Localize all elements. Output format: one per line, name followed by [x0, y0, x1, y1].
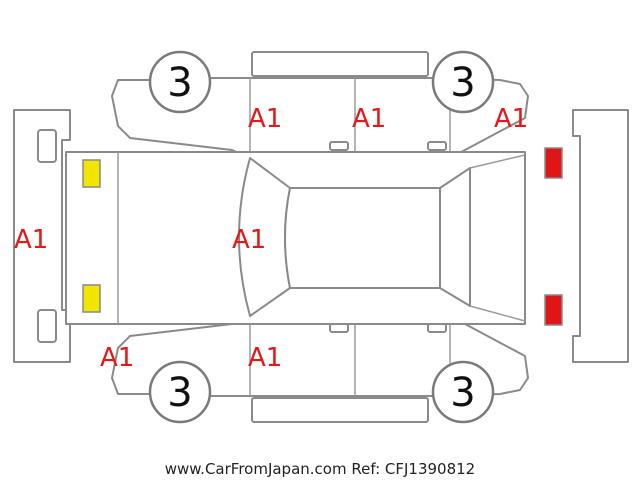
front-bumper-panel: [13, 109, 71, 363]
mark-front-bumper: A1: [14, 225, 48, 255]
rear-bumper-panel: [572, 109, 629, 363]
mark-hood: A1: [232, 225, 266, 255]
front-lamp-bottom: [82, 284, 101, 313]
mark-front-left-fender: A1: [248, 104, 282, 134]
mark-front-right-door: A1: [248, 343, 282, 373]
roof-strip-top: [251, 51, 429, 77]
wheel-top-left: 3: [148, 50, 212, 114]
wheel-grade-bottom-right: 3: [450, 370, 475, 416]
rear-lamp-top: [544, 147, 563, 179]
front-lamp-top: [82, 159, 101, 188]
right-side-profile: [111, 315, 529, 397]
wheel-grade-bottom-left: 3: [167, 370, 192, 416]
roof-strip-bottom: [251, 397, 429, 423]
footer-ref: www.CarFromJapan.com Ref: CFJ1390812: [165, 460, 475, 478]
mark-front-left-door: A1: [352, 104, 386, 134]
wheel-grade-top-left: 3: [167, 60, 192, 106]
wheel-grade-top-right: 3: [450, 60, 475, 106]
rear-lamp-bottom: [544, 294, 563, 326]
top-view-body: [65, 151, 526, 325]
wheel-top-right: 3: [431, 50, 495, 114]
wheel-bottom-right: 3: [431, 360, 495, 424]
mark-rear-left-quarter: A1: [494, 104, 528, 134]
wheel-bottom-left: 3: [148, 360, 212, 424]
mark-front-right-fender: A1: [100, 343, 134, 373]
